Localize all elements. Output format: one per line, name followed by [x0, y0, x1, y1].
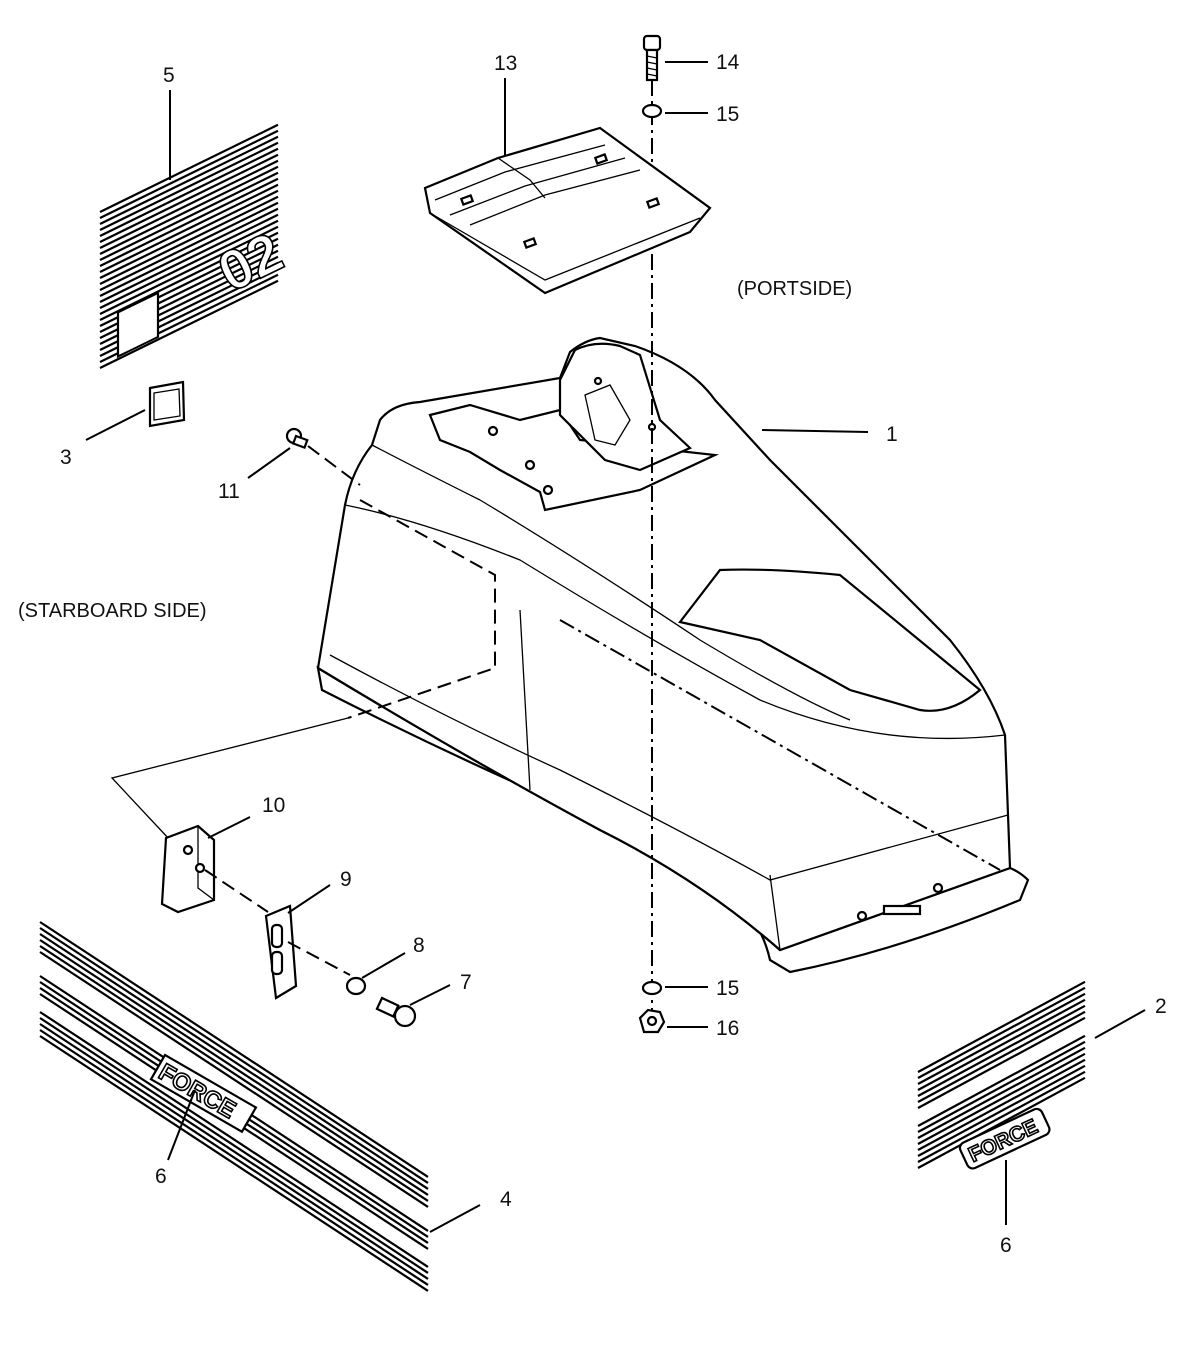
- callout-10: 10: [262, 794, 285, 817]
- decal-stripe: [99, 279, 279, 369]
- hidden-edge-starboard: [347, 499, 496, 719]
- decal-stripe: [99, 225, 279, 315]
- cover-plate-part-13: [423, 126, 712, 295]
- leader-lines: [85, 61, 1146, 1233]
- side-decal-part-4: FORCE: [38, 920, 429, 1292]
- decal-stripe: [99, 123, 279, 213]
- callout-15-top: 15: [716, 103, 739, 126]
- callout-8: 8: [413, 934, 425, 957]
- callout-16: 16: [716, 1017, 739, 1040]
- decal-stripe: [39, 1029, 429, 1286]
- decal-stripe: [99, 177, 279, 267]
- decal-stripe: [917, 998, 1086, 1091]
- callout-5: 5: [163, 64, 175, 87]
- decal-stripe: [917, 1070, 1086, 1163]
- decal-stripe: [917, 1040, 1086, 1133]
- decal-stripe: [39, 1011, 429, 1268]
- callout-6-right: 6: [1000, 1234, 1012, 1257]
- decal-stripe: [99, 153, 279, 243]
- decal-stripe: [917, 986, 1086, 1079]
- decal-stripe: [39, 951, 429, 1208]
- decal-stripe: [99, 201, 279, 291]
- top-cowl-part-1: [316, 336, 1030, 974]
- side-decal-part-2: FORCE: [916, 980, 1086, 1175]
- decal-stripe: [917, 1010, 1086, 1103]
- washer-part-15-bottom: [641, 980, 663, 996]
- callout-3: 3: [60, 446, 72, 469]
- decal-stripe: [39, 939, 429, 1196]
- callout-7: 7: [460, 971, 472, 994]
- decal-stripe: [99, 219, 279, 309]
- decal-stripe: [99, 135, 279, 225]
- starboard-side-label: (STARBOARD SIDE): [18, 600, 207, 622]
- callout-6-left: 6: [155, 1165, 167, 1188]
- decal-stripe: [39, 1035, 429, 1292]
- decal-stripe: [99, 141, 279, 231]
- decal-stripe: [39, 945, 429, 1202]
- latch-part-9: [264, 904, 298, 1000]
- callout-9: 9: [340, 868, 352, 891]
- decal-stripe: [39, 1023, 429, 1280]
- decal-stripe: [99, 195, 279, 285]
- decal-stripe: [39, 933, 429, 1190]
- decal-stripe: [99, 213, 279, 303]
- callout-1: 1: [886, 423, 898, 446]
- decal-stripe: [917, 1064, 1086, 1157]
- bracket-part-10: [160, 824, 216, 914]
- washer-part-8: [345, 976, 367, 996]
- decal-stripe: [39, 927, 429, 1184]
- screw-part-14: [642, 34, 662, 82]
- decal-stripe: [99, 129, 279, 219]
- decal-stripe: [39, 1017, 429, 1274]
- decal-stripe: [99, 207, 279, 297]
- decal-stripe: [99, 189, 279, 279]
- decal-stripe: [99, 165, 279, 255]
- decal-stripe: [917, 980, 1086, 1073]
- nut-part-16: [638, 1008, 666, 1034]
- decal-stripe: [917, 1046, 1086, 1139]
- decal-stripe: [99, 171, 279, 261]
- decal-stripe: [917, 1034, 1086, 1127]
- screw-part-11: [285, 427, 309, 450]
- decal-stripe: [917, 1004, 1086, 1097]
- callout-4: 4: [500, 1188, 512, 1211]
- callout-15-bottom: 15: [716, 977, 739, 1000]
- decal-stripe: [99, 183, 279, 273]
- hidden-centerline: [559, 619, 1001, 871]
- callout-14: 14: [716, 51, 740, 74]
- callout-11: 11: [218, 480, 240, 503]
- number-decal-part-5: 02: [98, 122, 293, 372]
- callout-2: 2: [1155, 995, 1167, 1018]
- callout-13: 13: [494, 52, 517, 75]
- decal-stripe: [917, 1016, 1086, 1109]
- decal-stripe: [99, 159, 279, 249]
- decal-stripe: [39, 921, 429, 1178]
- decal-stripe: [917, 1052, 1086, 1145]
- washer-part-15-top: [641, 103, 663, 119]
- decal-stripe: [917, 992, 1086, 1085]
- decal-stripe: [917, 1058, 1086, 1151]
- decal-stripe: [99, 147, 279, 237]
- decal-stripe: [99, 231, 279, 321]
- decal-stripe: [917, 1076, 1086, 1169]
- portside-label: (PORTSIDE): [737, 278, 852, 300]
- screw-part-7: [375, 996, 417, 1028]
- pad-part-3: [148, 380, 186, 428]
